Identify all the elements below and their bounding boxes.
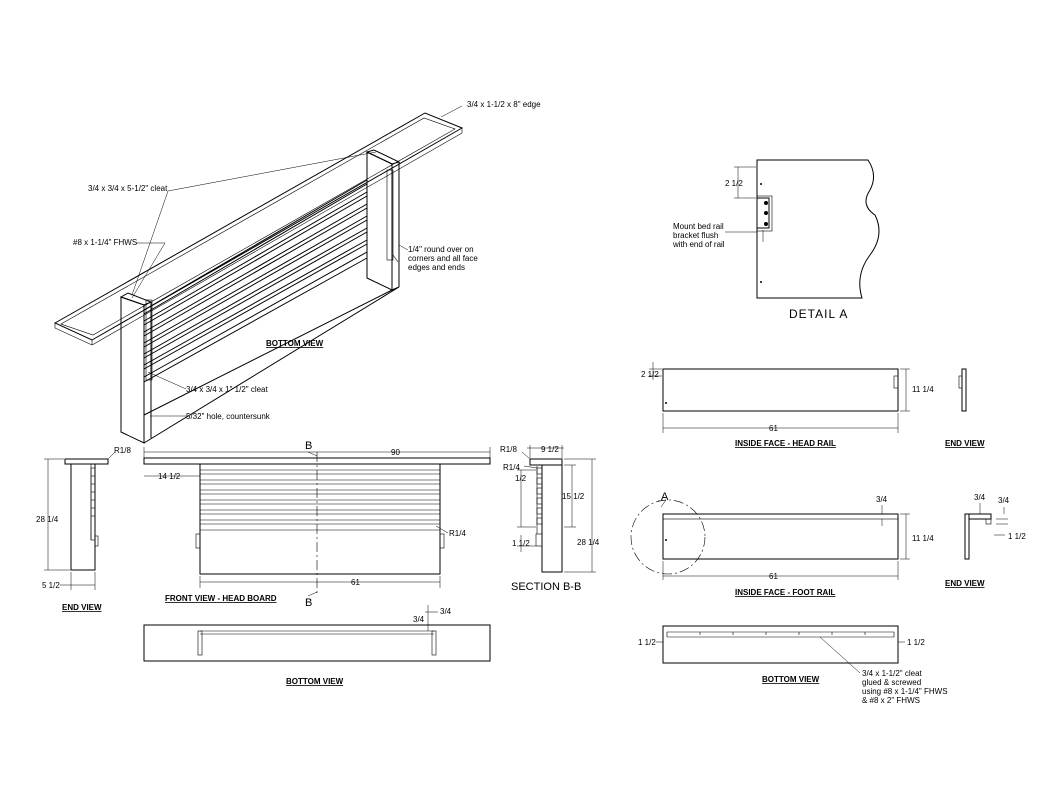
title-section-b-b: SECTION B-B <box>511 581 581 593</box>
dim-sec-width: 9 1/2 <box>541 445 559 454</box>
note-foot-cleat-3: using #8 x 1-1/4" FHWS <box>862 687 948 696</box>
note-foot-cleat-2: glued & screwed <box>862 678 921 687</box>
dim-foot-end-34b: 3/4 <box>998 496 1010 505</box>
dim-bv-34b: 3/4 <box>440 607 452 616</box>
title-end-view-head: END VIEW <box>945 439 985 448</box>
title-end-view-left: END VIEW <box>62 603 102 612</box>
dim-head-rail-height: 11 1/4 <box>912 385 934 394</box>
dim-bv-34a: 3/4 <box>413 615 425 624</box>
dim-end-r18: R1/8 <box>114 446 131 455</box>
title-inside-head-rail: INSIDE FACE - HEAD RAIL <box>735 439 836 448</box>
dim-foot-rail-length: 61 <box>769 572 778 581</box>
dim-foot-bottom-right: 1 1/2 <box>907 638 925 647</box>
dim-head-rail-bracket: 2 1/2 <box>641 370 659 379</box>
end-view-head-rail <box>958 368 967 412</box>
dim-foot-rail-height: 11 1/4 <box>912 534 934 543</box>
dim-sec-slat-height: 15 1/2 <box>562 492 585 501</box>
note-cleat-long: 3/4 x 3/4 x 5-1/2" cleat <box>88 184 168 193</box>
section-b-b <box>517 445 596 573</box>
dim-sec-height: 28 1/4 <box>577 538 600 547</box>
dim-front-offset: 14 1/2 <box>158 472 181 481</box>
dim-head-rail-length: 61 <box>769 424 778 433</box>
note-edge: 3/4 x 1-1/2 x 8" edge <box>467 100 541 109</box>
dim-sec-r14: R1/4 <box>503 463 520 472</box>
dim-foot-rail-34: 3/4 <box>876 495 888 504</box>
note-foot-cleat-4: & #8 x 2" FHWS <box>862 696 920 705</box>
detail-a <box>725 159 880 299</box>
note-mount-1: Mount bed rail <box>673 222 724 231</box>
dim-end-width: 5 1/2 <box>42 581 60 590</box>
note-foot-cleat-1: 3/4 x 1-1/2" cleat <box>862 669 923 678</box>
isometric-headboard <box>53 105 464 444</box>
note-cleat-short: 3/4 x 3/4 x 1" 1/2" cleat <box>186 385 269 394</box>
cut-label-b-top: B <box>305 440 312 452</box>
bottom-view-headboard <box>143 605 491 662</box>
dim-sec-cleat: 1 1/2 <box>512 539 530 548</box>
dim-front-r14: R1/4 <box>449 529 466 538</box>
title-inside-foot-rail: INSIDE FACE - FOOT RAIL <box>735 588 836 597</box>
dim-sec-half: 1/2 <box>515 474 527 483</box>
end-view-foot-rail <box>964 503 1008 560</box>
front-view-headboard <box>143 447 491 597</box>
note-mount-3: with end of rail <box>672 240 725 249</box>
dim-foot-end-34a: 3/4 <box>974 493 986 502</box>
title-detail-a: DETAIL A <box>789 307 848 321</box>
dim-end-height: 28 1/4 <box>36 515 59 524</box>
dim-foot-bottom-left: 1 1/2 <box>638 638 656 647</box>
detail-callout-a: A <box>661 491 669 503</box>
dim-foot-end-1-12: 1 1/2 <box>1008 532 1026 541</box>
bottom-view-foot-rail <box>656 625 905 674</box>
inside-face-head-rail <box>649 362 910 433</box>
title-bottom-view-foot: BOTTOM VIEW <box>762 675 820 684</box>
title-end-view-foot: END VIEW <box>945 579 985 588</box>
note-screw: #8 x 1-1/4" FHWS <box>73 238 137 247</box>
note-round-over-1: 1/4" round over on <box>408 245 474 254</box>
end-view-left <box>44 451 116 590</box>
title-bottom-view-front: BOTTOM VIEW <box>286 677 344 686</box>
note-round-over-3: edges and ends <box>408 263 465 272</box>
dim-front-61: 61 <box>351 578 360 587</box>
dim-front-overall: 90 <box>391 448 400 457</box>
cut-label-b-bottom: B <box>305 597 312 609</box>
note-mount-2: bracket flush <box>673 231 718 240</box>
note-round-over-2: corners and all face <box>408 254 478 263</box>
title-front-view: FRONT VIEW - HEAD BOARD <box>165 594 277 603</box>
note-hole: 5/32" hole, countersunk <box>186 412 271 421</box>
dim-sec-r18: R1/8 <box>500 445 517 454</box>
dim-detail-a: 2 1/2 <box>725 179 743 188</box>
title-bottom-view-iso: BOTTOM VIEW <box>266 339 324 348</box>
inside-face-foot-rail <box>630 499 910 580</box>
